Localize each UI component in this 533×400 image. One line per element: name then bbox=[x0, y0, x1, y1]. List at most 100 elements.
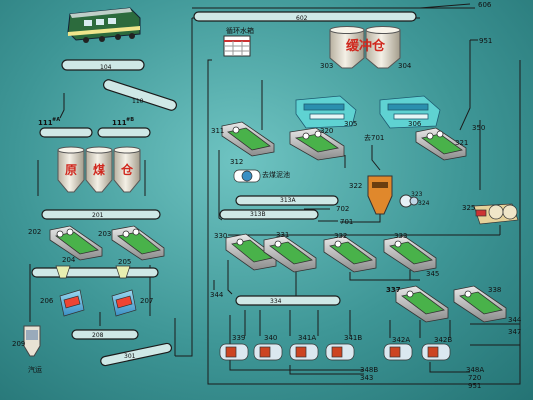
label-330: 330 bbox=[214, 232, 227, 240]
label-602: 602 bbox=[296, 15, 308, 22]
label-720: 720 bbox=[468, 374, 481, 382]
label-606: 606 bbox=[478, 1, 492, 9]
label-raw-3: 仓 bbox=[120, 162, 134, 177]
label-207: 207 bbox=[140, 297, 153, 305]
label-305: 305 bbox=[344, 120, 357, 128]
label-204: 204 bbox=[62, 256, 76, 264]
label-111b: 111 bbox=[112, 119, 127, 127]
pump-323 bbox=[399, 194, 419, 208]
filter-press-325 bbox=[473, 203, 519, 225]
label-339: 339 bbox=[232, 334, 245, 342]
label-345: 345 bbox=[426, 270, 439, 278]
centrifuges bbox=[59, 169, 451, 361]
label-306: 306 bbox=[408, 120, 422, 128]
conveyor-110 bbox=[103, 79, 177, 111]
label-to-slime-pond: 去煤泥池 bbox=[262, 170, 290, 179]
centrifuge-206 bbox=[59, 289, 85, 317]
label-333: 333 bbox=[394, 232, 407, 240]
label-323: 323 bbox=[411, 191, 423, 198]
centrifuge-207 bbox=[111, 289, 137, 317]
train-icon bbox=[67, 7, 141, 43]
conveyor-313b bbox=[219, 209, 319, 220]
label-sup-b: #B bbox=[126, 117, 134, 123]
label-110: 110 bbox=[132, 98, 144, 105]
label-303: 303 bbox=[320, 62, 333, 70]
label-311: 311 bbox=[211, 127, 224, 135]
label-344-right: 344 bbox=[508, 316, 522, 324]
screen-338 bbox=[453, 285, 507, 323]
label-342a: 342A bbox=[392, 336, 410, 344]
label-951-bottom: 951 bbox=[468, 382, 481, 390]
label-203: 203 bbox=[98, 230, 111, 238]
screen-202 bbox=[49, 225, 103, 261]
conveyor-111b bbox=[97, 127, 151, 138]
label-343: 343 bbox=[360, 374, 373, 382]
screen-203 bbox=[111, 225, 165, 261]
label-104: 104 bbox=[100, 64, 112, 71]
conveyor-201 bbox=[41, 209, 161, 220]
screen-321 bbox=[415, 127, 467, 161]
conveyor-204-205 bbox=[31, 267, 159, 278]
screen-330 bbox=[225, 233, 277, 271]
circulating-water-tank bbox=[223, 35, 251, 57]
centrifuge-342a bbox=[383, 343, 413, 361]
centrifuge-312 bbox=[233, 169, 261, 183]
separator-322 bbox=[367, 175, 393, 215]
jig-machines bbox=[295, 95, 441, 129]
feeders bbox=[55, 265, 131, 279]
screen-320 bbox=[289, 127, 345, 161]
label-304: 304 bbox=[398, 62, 412, 70]
label-702: 702 bbox=[336, 205, 349, 213]
centrifuge-341b bbox=[325, 343, 355, 361]
screen-311 bbox=[221, 121, 275, 157]
diagram-labels: 606 602 951 循环水箱 缓冲仓 303 304 104 110 111… bbox=[12, 1, 522, 390]
label-331: 331 bbox=[276, 231, 289, 239]
label-701: 701 bbox=[340, 218, 353, 226]
label-buffer-silo: 缓冲仓 bbox=[346, 38, 386, 54]
label-348b: 348B bbox=[360, 366, 378, 374]
label-to-701: 去701 bbox=[364, 133, 384, 142]
label-raw-2: 煤 bbox=[93, 162, 105, 177]
conveyor-104 bbox=[61, 59, 145, 71]
label-206: 206 bbox=[40, 297, 54, 305]
label-350: 350 bbox=[472, 124, 485, 132]
label-340: 340 bbox=[264, 334, 277, 342]
belt-conveyors bbox=[31, 11, 417, 367]
conveyor-602 bbox=[193, 11, 417, 22]
label-348a: 348A bbox=[466, 366, 484, 374]
label-202: 202 bbox=[28, 228, 41, 236]
label-313a: 313A bbox=[280, 197, 296, 204]
conveyor-301 bbox=[100, 342, 173, 367]
label-312: 312 bbox=[230, 158, 243, 166]
label-324: 324 bbox=[418, 200, 430, 207]
label-322: 322 bbox=[349, 182, 362, 190]
flow-lines bbox=[29, 3, 521, 385]
label-321: 321 bbox=[455, 139, 468, 147]
centrifuge-341a bbox=[289, 343, 319, 361]
label-201: 201 bbox=[92, 212, 104, 219]
label-water-tank: 循环水箱 bbox=[226, 26, 254, 35]
conveyor-111a bbox=[39, 127, 93, 138]
label-313b: 313B bbox=[250, 211, 266, 218]
label-341a: 341A bbox=[298, 334, 316, 342]
label-342b: 342B bbox=[434, 336, 452, 344]
screen-337 bbox=[395, 285, 449, 323]
truck-bin-209 bbox=[23, 325, 41, 357]
label-347: 347 bbox=[508, 328, 521, 336]
screen-331 bbox=[263, 235, 317, 273]
label-208: 208 bbox=[92, 332, 104, 339]
conveyor-208 bbox=[71, 329, 139, 340]
label-334: 334 bbox=[270, 298, 282, 305]
raw-coal-silo bbox=[57, 146, 141, 193]
conveyor-334 bbox=[235, 295, 341, 306]
label-raw-1: 原 bbox=[65, 163, 77, 177]
label-341b: 341B bbox=[344, 334, 362, 342]
label-325: 325 bbox=[462, 204, 475, 212]
label-truck: 汽运 bbox=[28, 365, 42, 374]
label-301: 301 bbox=[124, 353, 136, 360]
label-951-top: 951 bbox=[479, 37, 492, 45]
label-338: 338 bbox=[488, 286, 501, 294]
label-205: 205 bbox=[118, 258, 131, 266]
label-111a: 111 bbox=[38, 119, 53, 127]
centrifuge-342b bbox=[421, 343, 451, 361]
